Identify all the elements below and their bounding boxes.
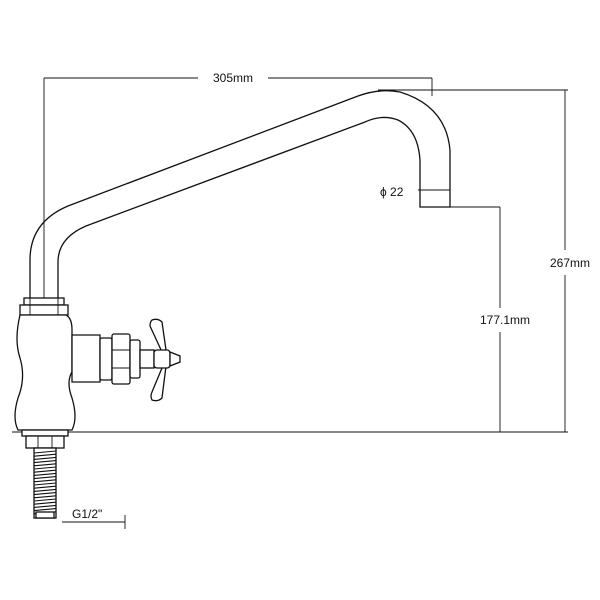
thread-line bbox=[33, 466, 57, 470]
thread-line bbox=[33, 504, 57, 508]
dimension-lines bbox=[12, 77, 568, 529]
thread-line bbox=[33, 485, 57, 489]
thread-line bbox=[33, 498, 57, 502]
thread-line bbox=[33, 469, 57, 473]
outlet-diameter-label: ϕ 22 bbox=[380, 185, 404, 199]
thread-line bbox=[33, 453, 57, 457]
thread-line bbox=[33, 460, 57, 464]
valve-body bbox=[14, 314, 101, 431]
valve-bonnet bbox=[99, 333, 155, 385]
spout-collar-nut bbox=[19, 297, 69, 316]
thread-line bbox=[33, 482, 57, 486]
thread-line bbox=[33, 479, 57, 483]
thread-line bbox=[33, 450, 57, 454]
thread-line bbox=[33, 463, 57, 467]
cross-handle bbox=[149, 318, 181, 402]
thread-line bbox=[33, 456, 57, 460]
thread-line bbox=[33, 472, 57, 476]
thread-line bbox=[33, 492, 57, 496]
thread-line bbox=[33, 476, 57, 480]
outlet-height-dimension-label: 177.1mm bbox=[480, 313, 530, 327]
spout bbox=[29, 90, 451, 299]
thread-line bbox=[33, 501, 57, 505]
width-dimension-label: 305mm bbox=[213, 71, 253, 85]
threaded-shank bbox=[33, 447, 57, 519]
base-nut bbox=[21, 429, 69, 449]
thread-line bbox=[33, 495, 57, 499]
thread-line bbox=[33, 488, 57, 492]
height-dimension-label: 267mm bbox=[550, 256, 590, 270]
thread-line bbox=[33, 508, 57, 512]
thread-size-label: G1/2" bbox=[72, 507, 102, 521]
